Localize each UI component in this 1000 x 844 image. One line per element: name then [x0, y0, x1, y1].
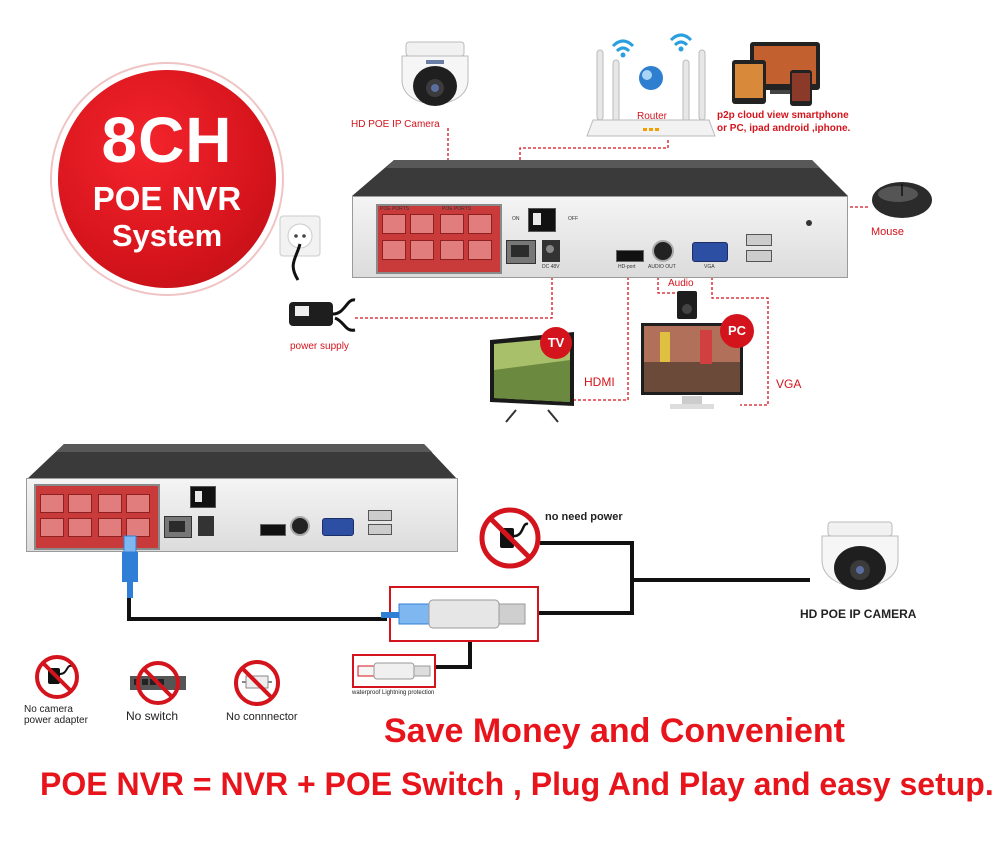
p2p-label-line1: p2p cloud view smartphone: [717, 110, 849, 121]
mouse-label: Mouse: [871, 226, 905, 238]
blue-rj45-plug-icon: [122, 535, 138, 598]
poe-port-6: [410, 240, 434, 260]
no-power-adapter-icon: [479, 507, 541, 569]
bottom-usb-port-1: [368, 510, 392, 521]
cable-to-camera: [630, 578, 810, 582]
top-camera-label: HD POE IP Camera: [351, 119, 440, 130]
bottom-poe-port-3: [98, 494, 122, 513]
hd-port-label: HD-port: [618, 264, 636, 270]
hdmi-port: [616, 250, 644, 262]
mouse-icon: [872, 182, 932, 218]
bottom-poe-port-8: [126, 518, 150, 537]
bottom-poe-port-7: [98, 518, 122, 537]
no-adapter-label-2: power adapter: [24, 715, 88, 726]
p2p-devices-icon: [732, 42, 820, 106]
vga-port-label: VGA: [704, 264, 715, 270]
bottom-nvr-unit: [24, 442, 460, 552]
hdmi-label: HDMI: [584, 375, 615, 389]
poe-splitter-box: [381, 586, 539, 642]
cable-waterproof: [432, 665, 472, 669]
waterproof-label: waterproof Lightning protection: [352, 690, 435, 696]
system-badge: 8CH POE NVR System: [58, 70, 276, 288]
router-icon: [586, 33, 716, 137]
tv-badge: TV: [540, 327, 572, 359]
no-camera-adapter-icon: [35, 655, 79, 699]
power-supply-label: power supply: [290, 341, 349, 352]
no-switch-label: No switch: [126, 709, 179, 723]
bottom-poe-port-5: [40, 518, 64, 537]
usb-port-1: [746, 234, 772, 246]
cable-waterproof-drop: [468, 638, 472, 668]
badge-product: POE NVR: [92, 180, 242, 217]
badge-channel-count: 8CH: [101, 104, 233, 176]
bottom-power-switch[interactable]: [190, 486, 216, 508]
rj45-coupler-icon: [381, 599, 526, 629]
headline: Save Money and Convenient: [384, 712, 845, 750]
no-adapter-label-1: No camera: [24, 704, 73, 715]
no-connector-icon: [234, 660, 280, 706]
no-connector-label: No connnector: [226, 711, 298, 723]
top-nvr-unit: POE PORTS POE PORTS ON OFF DC 48V HD-por…: [350, 158, 850, 278]
bottom-audio-port: [290, 516, 310, 536]
dc-jack: [542, 240, 560, 262]
lan-port: [506, 240, 536, 264]
dome-camera-icon: [401, 41, 469, 106]
poe-port-7: [440, 240, 464, 260]
dc-label: DC 48V: [542, 264, 560, 270]
poe-port-1: [382, 214, 406, 234]
no-need-power-label: no need power: [545, 511, 623, 523]
poe-port-4: [468, 214, 492, 234]
usb-port-2: [746, 250, 772, 262]
audio-out-label: AUDIO OUT: [648, 264, 676, 270]
vga-cable-line: [711, 262, 769, 406]
poe-ports-label-1: POE PORTS: [380, 206, 410, 212]
bottom-dc-jack: [198, 516, 214, 536]
router-label: Router: [637, 111, 668, 122]
power-adapter-icon: [289, 298, 356, 332]
cable-splitter-out: [534, 611, 634, 615]
nvr-top-lid: [352, 160, 848, 196]
bottom-poe-port-6: [68, 518, 92, 537]
pc-badge: PC: [720, 314, 754, 348]
poe-port-5: [382, 240, 406, 260]
bottom-poe-port-1: [40, 494, 64, 513]
speaker-icon: [677, 291, 697, 319]
bottom-vga-port: [322, 518, 354, 536]
vga-label: VGA: [776, 377, 802, 391]
on-label: ON: [512, 216, 520, 222]
vga-port: [692, 242, 728, 262]
subline: POE NVR = NVR + POE Switch , Plug And Pl…: [40, 766, 994, 802]
nvr-bottom-lid: [26, 444, 458, 480]
no-switch-icon: [130, 661, 186, 705]
bottom-usb-port-2: [368, 524, 392, 535]
audio-label: Audio: [668, 278, 694, 289]
wall-socket-icon: [279, 215, 321, 281]
poe-ports-label-2: POE PORTS: [442, 206, 472, 212]
waterproof-box: [352, 654, 436, 688]
bottom-dome-camera-icon: [821, 521, 899, 590]
p2p-label-line2: or PC, ipad android ,iphone.: [717, 123, 851, 134]
poe-port-8: [468, 240, 492, 260]
bottom-camera-label: HD POE IP CAMERA: [800, 607, 917, 621]
waterproof-connector-icon: [357, 662, 431, 680]
cable-nvr-down: [127, 595, 131, 621]
power-switch[interactable]: [528, 208, 556, 232]
badge-system: System: [111, 218, 223, 253]
cable-to-no-power: [540, 541, 634, 545]
poe-port-2: [410, 214, 434, 234]
hdmi-cable-line: [560, 262, 629, 401]
poe-port-3: [440, 214, 464, 234]
audio-out-port: [652, 240, 674, 262]
off-label: OFF: [568, 216, 578, 222]
bottom-lan-port: [164, 516, 192, 538]
bottom-poe-port-4: [126, 494, 150, 513]
screw-icon: [806, 220, 812, 226]
power-cable-line: [355, 262, 553, 319]
bottom-poe-port-2: [68, 494, 92, 513]
bottom-hdmi-port: [260, 524, 286, 536]
cable-nvr-to-splitter: [127, 617, 387, 621]
